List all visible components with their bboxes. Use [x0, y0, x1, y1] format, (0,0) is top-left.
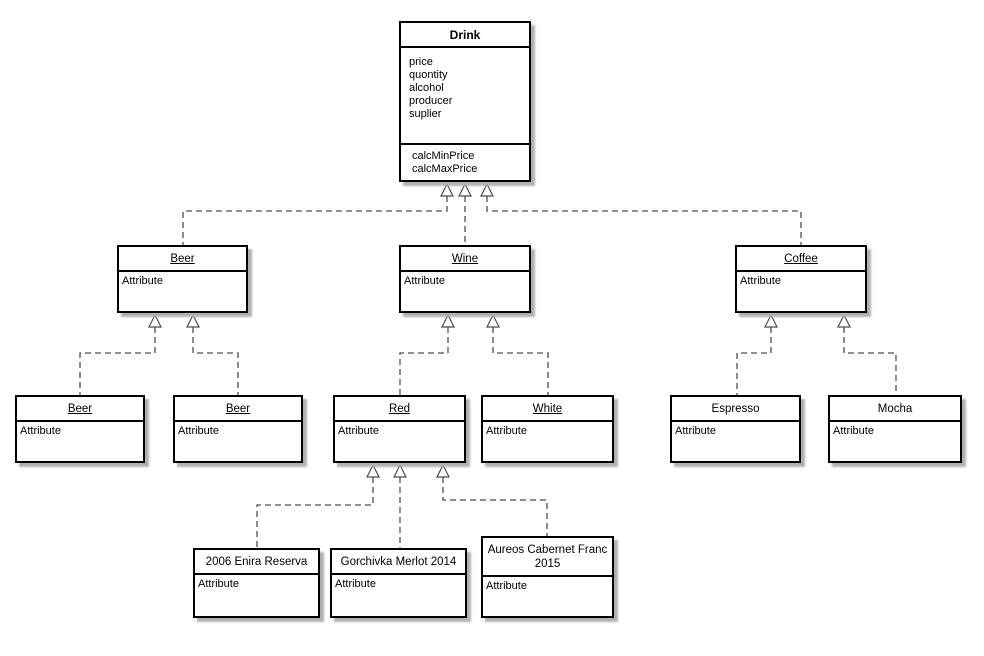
hollow-triangle-arrow-icon — [458, 182, 472, 197]
class-attributes-compartment: Attribute — [404, 275, 445, 287]
class-title: Beer — [17, 397, 143, 422]
class-title: Mocha — [830, 397, 960, 422]
generalization-edge-beer-to-drink — [182, 182, 454, 245]
generalization-edge-white-to-wine — [486, 313, 549, 395]
hollow-triangle-arrow-icon — [148, 313, 162, 328]
class-title: Aureos Cabernet Franc 2015 — [483, 538, 612, 577]
class-attributes-compartment: Attribute — [675, 425, 716, 437]
class-box-beer-child-right[interactable]: Beer Attribute — [173, 395, 303, 463]
class-box-2006-enira-reserva[interactable]: 2006 Enira Reserva Attribute — [193, 548, 320, 618]
hollow-triangle-arrow-icon — [366, 463, 380, 478]
class-box-mocha[interactable]: Mocha Attribute — [828, 395, 962, 463]
class-attributes-compartment: Attribute — [740, 275, 781, 287]
attribute-item: quontity — [409, 69, 448, 81]
class-box-coffee[interactable]: Coffee Attribute — [735, 245, 867, 313]
class-box-espresso[interactable]: Espresso Attribute — [670, 395, 801, 463]
class-box-beer-child-left[interactable]: Beer Attribute — [15, 395, 145, 463]
attribute-item: suplier — [409, 108, 442, 120]
attribute-item: producer — [409, 95, 453, 107]
class-box-beer[interactable]: Beer Attribute — [117, 245, 248, 313]
hollow-triangle-arrow-icon — [764, 313, 778, 328]
class-box-red[interactable]: Red Attribute — [333, 395, 466, 463]
hollow-triangle-arrow-icon — [393, 463, 407, 478]
method-item: calcMinPrice — [412, 150, 475, 162]
hollow-triangle-arrow-icon — [441, 313, 455, 328]
class-title: Beer — [119, 247, 246, 272]
generalization-edge-red-to-wine — [399, 313, 455, 395]
class-attributes-compartment: Attribute — [178, 425, 219, 437]
method-item: calcMaxPrice — [412, 163, 478, 175]
class-box-aureos-cabernet-franc-2015[interactable]: Aureos Cabernet Franc 2015 Attribute — [481, 536, 614, 618]
class-title: White — [483, 397, 612, 422]
class-attributes-compartment: price quontity alcohol producer suplier — [401, 48, 529, 145]
generalization-edge-coffee-to-drink — [480, 182, 802, 245]
hollow-triangle-arrow-icon — [480, 182, 494, 197]
class-box-gorchivka-merlot-2014[interactable]: Gorchivka Merlot 2014 Attribute — [330, 548, 467, 618]
class-title: Coffee — [737, 247, 865, 272]
generalization-edge-aureos-to-red — [436, 463, 548, 536]
class-box-wine[interactable]: Wine Attribute — [399, 245, 531, 313]
class-title: Espresso — [672, 397, 799, 422]
class-title: Beer — [175, 397, 301, 422]
class-title: Red — [335, 397, 464, 422]
attribute-item: price — [409, 56, 433, 68]
class-attributes-compartment: Attribute — [486, 580, 527, 592]
generalization-edge-espresso-to-coffee — [736, 313, 778, 395]
hollow-triangle-arrow-icon — [436, 463, 450, 478]
hollow-triangle-arrow-icon — [486, 313, 500, 328]
generalization-edge-enira-to-red — [256, 463, 380, 548]
hollow-triangle-arrow-icon — [440, 182, 454, 197]
attribute-item: alcohol — [409, 82, 444, 94]
class-box-drink[interactable]: Drink price quontity alcohol producer su… — [399, 21, 531, 182]
class-title: Drink — [401, 23, 529, 48]
class-methods-compartment: calcMinPrice calcMaxPrice — [401, 145, 529, 180]
class-attributes-compartment: Attribute — [20, 425, 61, 437]
class-attributes-compartment: Attribute — [122, 275, 163, 287]
generalization-edge-gorchivka-to-red — [393, 463, 407, 548]
class-title: Wine — [401, 247, 529, 272]
class-box-white[interactable]: White Attribute — [481, 395, 614, 463]
class-title: 2006 Enira Reserva — [195, 550, 318, 575]
class-attributes-compartment: Attribute — [833, 425, 874, 437]
class-attributes-compartment: Attribute — [486, 425, 527, 437]
class-title: Gorchivka Merlot 2014 — [332, 550, 465, 575]
generalization-edge-beerleft-to-beer — [79, 313, 162, 395]
class-attributes-compartment: Attribute — [335, 578, 376, 590]
hollow-triangle-arrow-icon — [186, 313, 200, 328]
generalization-edge-mocha-to-coffee — [837, 313, 897, 395]
class-attributes-compartment: Attribute — [338, 425, 379, 437]
generalization-edge-wine-to-drink — [458, 182, 472, 245]
class-attributes-compartment: Attribute — [198, 578, 239, 590]
hollow-triangle-arrow-icon — [837, 313, 851, 328]
generalization-edge-beerright-to-beer — [186, 313, 239, 395]
